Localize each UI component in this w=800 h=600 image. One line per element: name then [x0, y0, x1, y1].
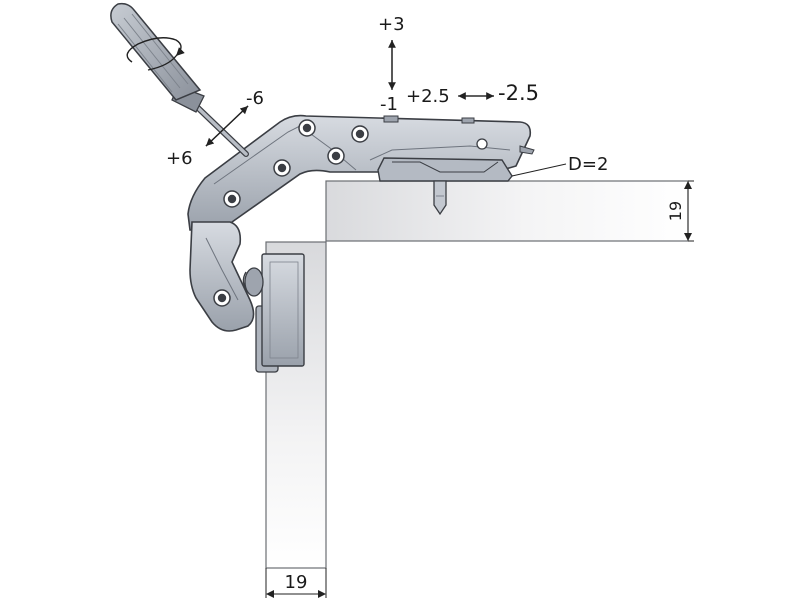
pivot-rivets: [213, 119, 488, 307]
vertical-plus-label: +3: [378, 14, 405, 35]
top-panel-dimension: [684, 180, 694, 242]
cabinet-side-panel: [325, 180, 689, 242]
vertical-minus-label: -1: [380, 94, 398, 115]
depth-label: D=2: [568, 154, 608, 175]
horizontal-plus-label: +2.5: [406, 86, 450, 107]
door-panel-dimension: [265, 568, 327, 598]
mounting-plate: [255, 253, 305, 373]
depth-leader-line: [511, 163, 567, 177]
horizontal-minus-label: -2.5: [498, 81, 539, 105]
screw-plus-label: +6: [166, 148, 193, 169]
depth-adjust-arrow: [205, 105, 249, 147]
screw-minus-label: -6: [246, 88, 264, 109]
top-panel-thickness-label: 19: [666, 201, 685, 221]
rotation-arrow-icon: [126, 37, 185, 71]
screwdriver-icon: [110, 2, 249, 157]
door-thickness-label: 19: [285, 572, 308, 593]
